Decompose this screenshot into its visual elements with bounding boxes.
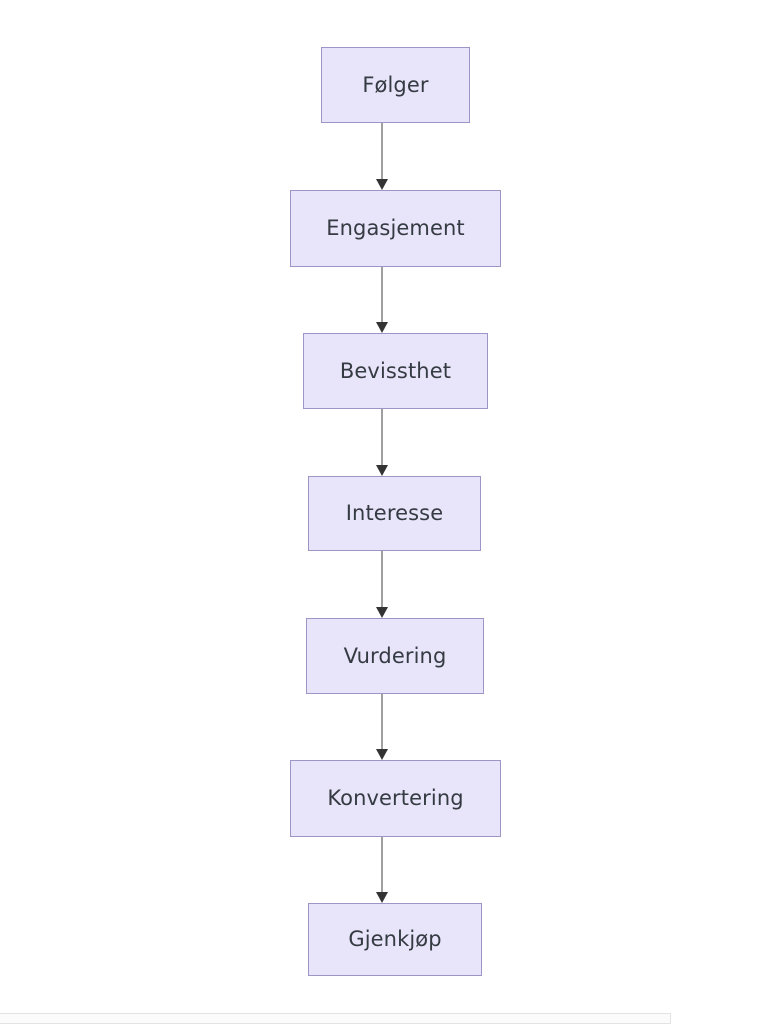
bottom-panel xyxy=(0,1013,671,1024)
flow-node-konvertering[interactable]: Konvertering xyxy=(290,760,501,837)
flow-node-folger[interactable]: Følger xyxy=(321,47,470,123)
flow-node-label: Følger xyxy=(362,72,429,97)
flow-connector-arrow xyxy=(369,837,395,903)
flow-node-vurdering[interactable]: Vurdering xyxy=(306,618,484,694)
flow-node-bevissthet[interactable]: Bevissthet xyxy=(303,333,488,409)
flow-connector-arrow xyxy=(369,551,395,618)
flow-connector-arrow xyxy=(369,694,395,760)
flow-node-label: Vurdering xyxy=(343,643,447,668)
flow-node-interesse[interactable]: Interesse xyxy=(308,476,481,551)
flow-node-label: Konvertering xyxy=(327,786,464,810)
flow-connector-arrow xyxy=(369,409,395,476)
flow-node-label: Interesse xyxy=(345,501,444,525)
flow-connector-arrow xyxy=(369,267,395,333)
flow-node-label: Gjenkjøp xyxy=(348,927,442,951)
flow-connector-arrow xyxy=(369,123,395,190)
flow-node-label: Engasjement xyxy=(326,216,465,240)
flow-node-gjenkjop[interactable]: Gjenkjøp xyxy=(308,903,482,976)
flow-node-label: Bevissthet xyxy=(339,358,452,383)
flow-node-engasjement[interactable]: Engasjement xyxy=(290,190,501,267)
